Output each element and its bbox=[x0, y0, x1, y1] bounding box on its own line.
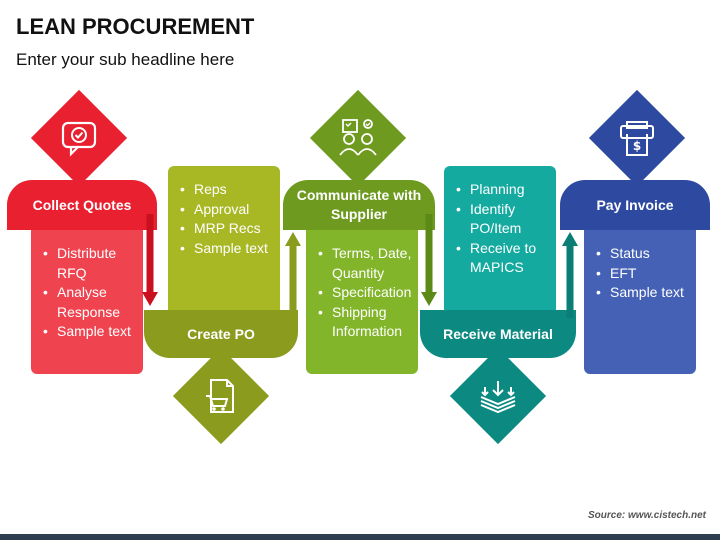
pay-invoice-header: Pay Invoice bbox=[560, 180, 710, 230]
collect-quotes-bullet-2: Analyse Response bbox=[43, 283, 143, 322]
communicate-bullet-3: Shipping Information bbox=[318, 303, 418, 342]
chat-check-icon bbox=[44, 103, 114, 173]
receive-material-label: Receive Material bbox=[443, 325, 553, 342]
pay-invoice-bullet-1: Status bbox=[596, 244, 696, 264]
pay-invoice-bullet-3: Sample text bbox=[596, 283, 696, 303]
people-checklist-icon bbox=[323, 103, 393, 173]
communicate-header: Communicate with Supplier bbox=[283, 180, 435, 230]
create-po-bullet-4: Sample text bbox=[180, 239, 280, 259]
receive-material-card: Planning Identify PO/Item Receive to MAP… bbox=[444, 166, 556, 316]
communicate-label: Communicate with Supplier bbox=[296, 187, 422, 222]
invoice-print-icon: $ bbox=[602, 103, 672, 173]
create-po-card: Reps Approval MRP Recs Sample text bbox=[168, 166, 280, 316]
bottom-bar bbox=[0, 534, 720, 540]
pay-invoice-label: Pay Invoice bbox=[596, 196, 674, 213]
collect-quotes-bullet-3: Sample text bbox=[43, 322, 143, 342]
create-po-label: Create PO bbox=[187, 325, 255, 342]
create-po-bullet-2: Approval bbox=[180, 200, 280, 220]
arrowhead-up-icon bbox=[562, 232, 578, 246]
arrowhead-up-icon bbox=[285, 232, 301, 246]
pay-invoice-card: Status EFT Sample text bbox=[584, 224, 696, 374]
document-cart-icon bbox=[186, 361, 256, 431]
page-subtitle: Enter your sub headline here bbox=[16, 50, 235, 69]
create-po-bullet-1: Reps bbox=[180, 180, 280, 200]
collect-quotes-header: Collect Quotes bbox=[7, 180, 157, 230]
arrowhead-down-icon bbox=[421, 292, 437, 306]
arrowhead-down-icon bbox=[142, 292, 158, 306]
communicate-bullet-2: Specification bbox=[318, 283, 418, 303]
source-note: Source: www.cistech.net bbox=[588, 510, 706, 521]
collect-quotes-label: Collect Quotes bbox=[32, 196, 132, 213]
svg-text:$: $ bbox=[633, 139, 641, 153]
layers-download-icon bbox=[463, 361, 533, 431]
receive-material-bullet-3: Receive to MAPICS bbox=[456, 239, 556, 278]
create-po-bullet-3: MRP Recs bbox=[180, 219, 280, 239]
receive-material-bullet-1: Planning bbox=[456, 180, 556, 200]
communicate-card: Terms, Date, Quantity Specification Ship… bbox=[306, 224, 418, 374]
pay-invoice-bullet-2: EFT bbox=[596, 264, 696, 284]
collect-quotes-card: Distribute RFQ Analyse Response Sample t… bbox=[31, 224, 143, 374]
page-title: LEAN PROCUREMENT bbox=[16, 14, 255, 39]
communicate-bullet-1: Terms, Date, Quantity bbox=[318, 244, 418, 283]
receive-material-bullet-2: Identify PO/Item bbox=[456, 200, 556, 239]
collect-quotes-bullet-1: Distribute RFQ bbox=[43, 244, 143, 283]
